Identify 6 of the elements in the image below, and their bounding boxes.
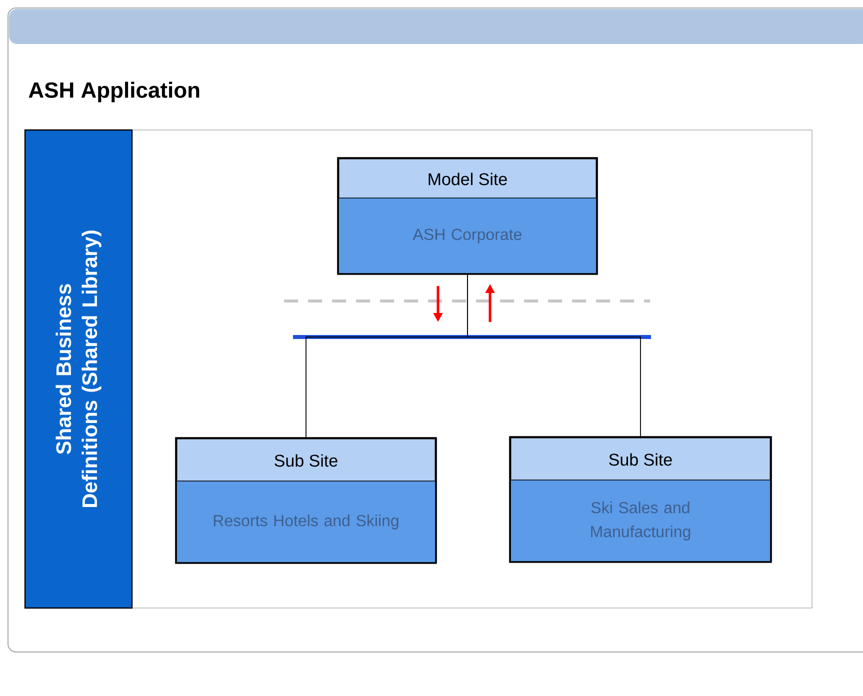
slide-title: ASH Application <box>28 82 200 102</box>
site-box: Sub Site Resorts Hotels and Skiing <box>175 437 437 564</box>
side-band: Shared Business Definitions (Shared Library) <box>24 129 133 609</box>
connector-line <box>467 274 641 437</box>
site-box: Sub Site Ski Sales and Manufacturing <box>509 436 772 563</box>
site-box: Model Site ASH Corporate <box>337 157 598 275</box>
